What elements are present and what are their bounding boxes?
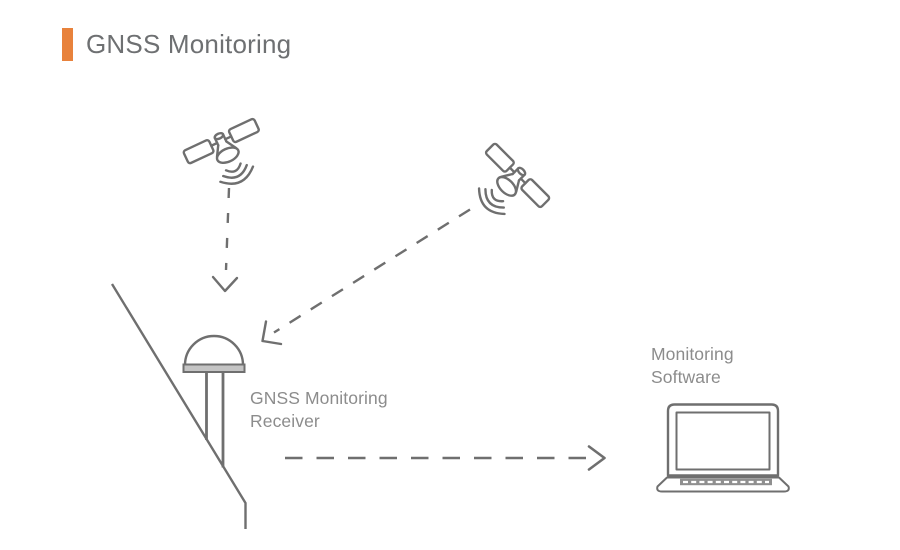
slope-terrain-line: [110, 283, 247, 529]
receiver-label: GNSS Monitoring Receiver: [250, 387, 388, 433]
satellite-icon-right: [456, 140, 553, 237]
page-title: GNSS Monitoring: [86, 29, 292, 59]
signal-arrow-right-icon: [261, 208, 471, 346]
receiver-label-line2: Receiver: [250, 411, 320, 431]
diagram-header: GNSS Monitoring: [62, 28, 291, 61]
software-label-line1: Monitoring: [651, 344, 734, 364]
software-label-line2: Software: [651, 367, 721, 387]
receiver-label-line1: GNSS Monitoring: [250, 388, 388, 408]
satellite-icon-left: [181, 116, 277, 200]
gnss-receiver-antenna-icon: [182, 334, 246, 468]
title-accent-bar: [62, 28, 73, 61]
signal-arrow-left-icon: [211, 187, 239, 293]
data-flow-arrow-icon: [285, 445, 606, 471]
laptop-icon: [656, 403, 790, 493]
software-label: Monitoring Software: [651, 343, 734, 389]
